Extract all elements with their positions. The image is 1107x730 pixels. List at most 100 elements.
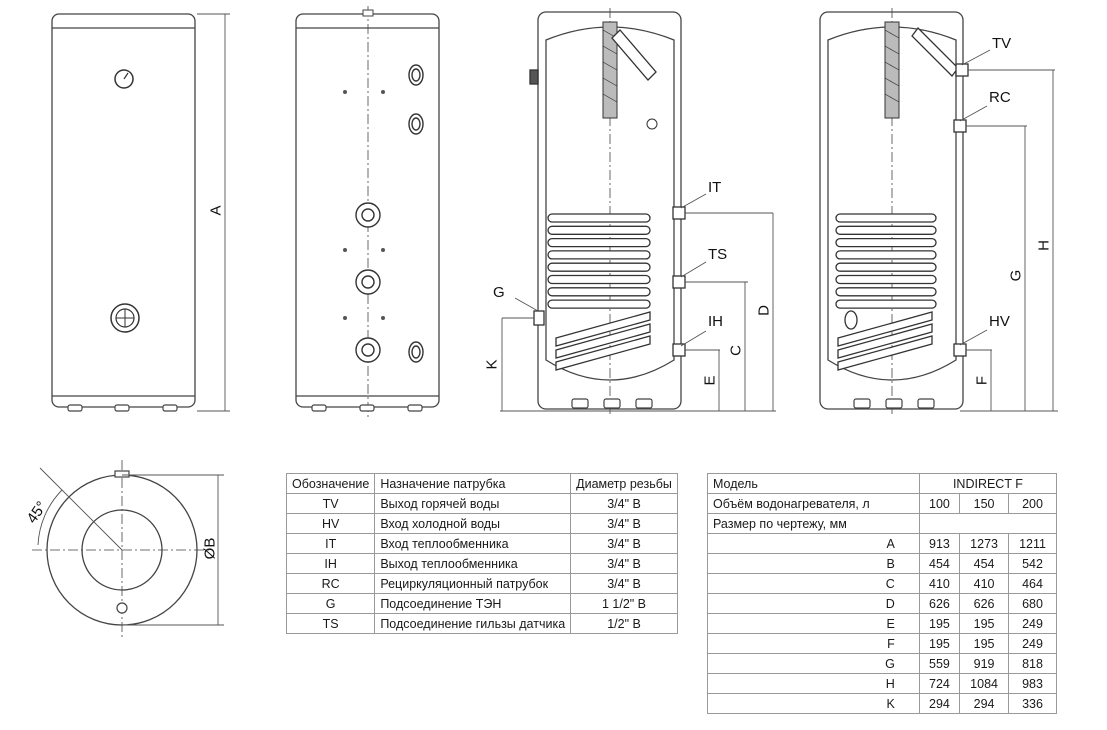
volume-value: 200 [1008, 493, 1057, 514]
dimension-value: 1211 [1008, 533, 1057, 554]
label-tv: TV [992, 35, 1012, 52]
coil-tube [835, 287, 937, 297]
coil-tube [835, 237, 937, 248]
coil-tube [835, 250, 937, 260]
dimension-line-a [197, 13, 230, 412]
dimension-value: 249 [1008, 633, 1057, 654]
label-ts: TS [708, 246, 728, 263]
cell-purpose: Выход горячей воды [374, 493, 572, 514]
recirc-heater-icon [844, 310, 858, 330]
anode-rod-icon [602, 21, 618, 119]
cell-purpose: Подсоединение гильзы датчика [374, 613, 572, 634]
top-view-fittings [114, 470, 130, 614]
dimension-value: 913 [918, 533, 961, 554]
cell-code: IH [285, 553, 376, 574]
dimension-value: 464 [1008, 573, 1057, 594]
dimension-value: 454 [959, 553, 1010, 574]
coil-tube [547, 237, 651, 248]
dimension-value: 559 [918, 653, 961, 674]
connections-table: Обозначение Назначение патрубка Диаметр … [285, 473, 678, 634]
dimension-value: 626 [959, 593, 1010, 614]
cell-code: IT [285, 533, 376, 554]
dimension-value: 919 [959, 653, 1010, 674]
connections-header-row: Обозначение Назначение патрубка Диаметр … [285, 473, 678, 494]
cell-purpose: Подсоединение ТЭН [374, 593, 572, 614]
model-label: Модель [707, 473, 920, 494]
coil-tubes-lower [555, 311, 651, 371]
dimension-value: 818 [1008, 653, 1057, 674]
cell-thread: 3/4" В [570, 513, 678, 534]
cell-thread: 1/2" В [570, 613, 678, 634]
dimension-value: 542 [1008, 553, 1057, 574]
coil-tube [547, 250, 651, 260]
back-port-icons [355, 64, 424, 363]
section-feet [571, 398, 653, 409]
cell-thread: 3/4" В [570, 493, 678, 514]
recirc-feet [853, 398, 935, 409]
dimension-value: 680 [1008, 593, 1057, 614]
model-row: Модель INDIRECT F [707, 473, 1058, 494]
coil-tube [547, 287, 651, 297]
thermometer-pocket-icon [646, 118, 658, 130]
diameter-dimension [122, 474, 224, 626]
dimension-code: C [707, 573, 920, 594]
dimension-value: 410 [959, 573, 1010, 594]
dimension-code: F [707, 633, 920, 654]
dimension-value: 724 [918, 673, 961, 694]
cell-purpose: Выход теплообменника [374, 553, 572, 574]
cell-purpose: Вход холодной воды [374, 513, 572, 534]
label-it: IT [708, 179, 722, 196]
cell-thread: 3/4" В [570, 553, 678, 574]
dimension-value: 294 [959, 693, 1010, 714]
recirc-anode-rod-icon [884, 21, 900, 119]
cell-code: HV [285, 513, 376, 534]
recirc-coil-upper [835, 213, 937, 309]
coil-tube [547, 213, 651, 223]
col-header-purpose: Назначение патрубка [374, 473, 572, 494]
dimension-value: 983 [1008, 673, 1057, 694]
coil-tube [835, 274, 937, 285]
cell-thread: 3/4" В [570, 573, 678, 594]
model-value: INDIRECT F [918, 473, 1058, 494]
dimension-value: 410 [918, 573, 961, 594]
size-label: Размер по чертежу, мм [707, 513, 920, 534]
cell-purpose: Вход теплообменника [374, 533, 572, 554]
col-header-thread: Диаметр резьбы [570, 473, 678, 494]
dimension-code: K [707, 693, 920, 714]
col-header-designation: Обозначение [285, 473, 376, 494]
coil-tube [835, 225, 937, 235]
back-top-fitting [362, 9, 374, 17]
volume-value: 150 [959, 493, 1010, 514]
dimension-value: 336 [1008, 693, 1057, 714]
coil-tube [547, 274, 651, 285]
coil-tube [835, 262, 937, 272]
recirc-dimension-lines [959, 49, 1058, 412]
cell-code: TS [285, 613, 376, 634]
dimension-code: E [707, 613, 920, 634]
coil-tube [835, 299, 937, 309]
dimension-value: 249 [1008, 613, 1057, 634]
cell-code: RC [285, 573, 376, 594]
thermometer-icon [114, 69, 134, 89]
label-hv: HV [989, 313, 1010, 330]
volume-label: Объём водонагревателя, л [707, 493, 920, 514]
volume-value: 100 [918, 493, 961, 514]
size-header-row: Размер по чертежу, мм [707, 513, 1058, 534]
dimension-value: 195 [959, 613, 1010, 634]
dimension-value: 454 [918, 553, 961, 574]
coil-tube [547, 262, 651, 272]
coil-tube [835, 213, 937, 223]
